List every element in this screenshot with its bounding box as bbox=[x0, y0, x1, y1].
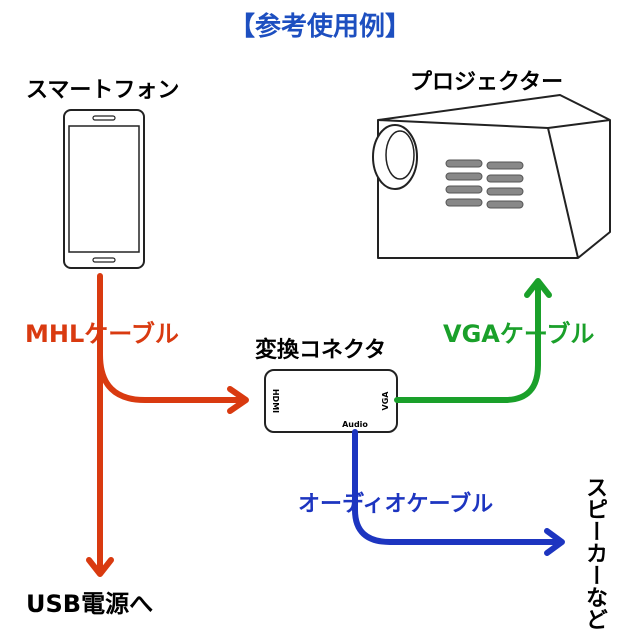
projector-label: プロジェクター bbox=[410, 70, 564, 95]
converter-label: 変換コネクタ bbox=[255, 338, 387, 363]
port-label-vga: VGA bbox=[381, 391, 390, 411]
smartphone-label: スマートフォン bbox=[26, 78, 180, 103]
port-label-hdmi: HDMI bbox=[271, 389, 280, 413]
projector-icon bbox=[372, 94, 611, 259]
vga-cable-label: VGAケーブル bbox=[443, 320, 595, 348]
mhl-cable bbox=[86, 273, 249, 577]
converter-box-icon: HDMI VGA Audio bbox=[264, 369, 398, 433]
port-label-audio: Audio bbox=[342, 420, 368, 429]
speaker-label: スピーカーなど bbox=[582, 476, 607, 630]
smartphone-icon bbox=[63, 109, 145, 269]
mhl-cable-label: MHLケーブル bbox=[25, 320, 179, 348]
vga-cable bbox=[394, 278, 552, 403]
audio-cable-label: オーディオケーブル bbox=[298, 492, 494, 517]
audio-cable bbox=[352, 429, 565, 556]
diagram-title: 【参考使用例】 bbox=[228, 12, 411, 42]
usb-power-label: USB電源へ bbox=[26, 590, 154, 618]
projector-vent-icon bbox=[445, 159, 524, 209]
